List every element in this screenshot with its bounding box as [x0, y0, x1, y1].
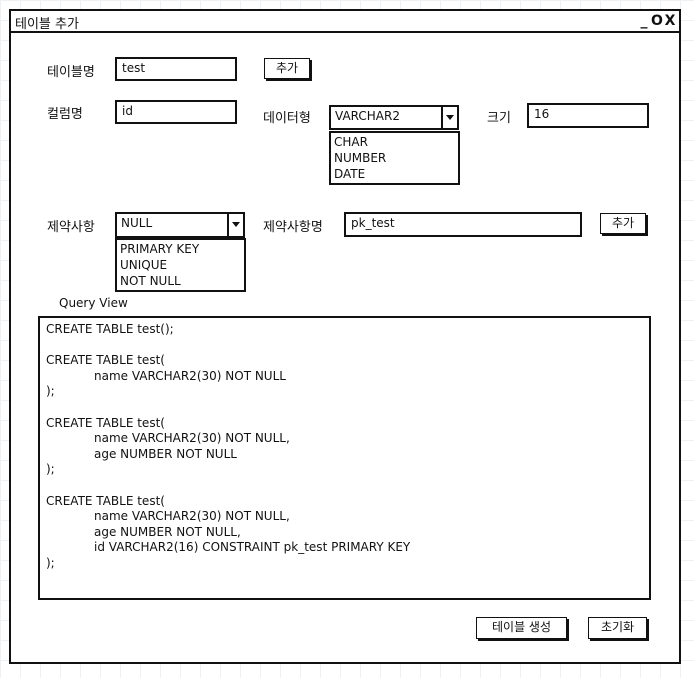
query-line: id VARCHAR2(16) CONSTRAINT pk_test PRIMA…: [94, 540, 411, 555]
query-line: CREATE TABLE test(: [46, 353, 165, 368]
constraint-options-list: PRIMARY KEY UNIQUE NOT NULL: [115, 238, 246, 292]
constraint-option-not-null[interactable]: NOT NULL: [120, 274, 181, 288]
datatype-select[interactable]: VARCHAR2: [329, 105, 459, 130]
size-input[interactable]: 16: [527, 103, 649, 128]
query-view-textarea[interactable]: CREATE TABLE test();CREATE TABLE test(na…: [38, 316, 651, 600]
window-controls: _ O X: [638, 12, 676, 30]
column-name-input[interactable]: id: [115, 100, 237, 124]
query-line: );: [46, 462, 55, 477]
table-add-window: 테이블 추가 _ O X 테이블명 test 추가 컬럼명 id 데이터형 VA…: [9, 9, 681, 664]
window-title: 테이블 추가: [15, 17, 79, 32]
close-icon[interactable]: X: [664, 13, 676, 29]
chevron-down-icon[interactable]: [227, 214, 243, 236]
column-name-label: 컬럼명: [47, 107, 83, 122]
reset-button[interactable]: 초기화: [588, 617, 647, 639]
constraint-selected-value: NULL: [121, 216, 153, 230]
maximize-icon[interactable]: O: [651, 13, 663, 29]
query-line: CREATE TABLE test(: [46, 493, 165, 508]
query-line: [46, 478, 643, 494]
query-line: [46, 400, 643, 416]
title-bar: 테이블 추가 _ O X: [11, 11, 679, 33]
query-line: name VARCHAR2(30) NOT NULL: [94, 368, 286, 383]
datatype-option-number[interactable]: NUMBER: [334, 151, 387, 165]
datatype-label: 데이터형: [263, 111, 311, 126]
datatype-option-char[interactable]: CHAR: [334, 135, 368, 149]
constraint-option-primary-key[interactable]: PRIMARY KEY: [120, 242, 200, 256]
size-label: 크기: [487, 111, 511, 126]
table-name-label: 테이블명: [47, 65, 95, 80]
minimize-icon[interactable]: _: [640, 13, 648, 29]
query-line: );: [46, 384, 55, 399]
datatype-options-list: CHAR NUMBER DATE: [329, 131, 460, 185]
constraint-label: 제약사항: [47, 220, 95, 235]
query-line: age NUMBER NOT NULL: [94, 446, 237, 461]
constraint-select[interactable]: NULL: [115, 212, 245, 238]
create-table-button[interactable]: 테이블 생성: [476, 617, 567, 639]
constraint-name-input[interactable]: pk_test: [344, 212, 582, 237]
datatype-selected-value: VARCHAR2: [335, 109, 400, 123]
add-table-name-button[interactable]: 추가: [264, 58, 310, 79]
constraint-name-label: 제약사항명: [263, 220, 323, 235]
query-line: [46, 338, 643, 354]
query-line: age NUMBER NOT NULL,: [94, 524, 241, 539]
query-line: CREATE TABLE test(: [46, 415, 165, 430]
add-constraint-button[interactable]: 추가: [600, 213, 646, 234]
query-line: );: [46, 555, 55, 570]
constraint-option-unique[interactable]: UNIQUE: [120, 258, 168, 272]
chevron-down-icon[interactable]: [441, 107, 457, 128]
query-line: name VARCHAR2(30) NOT NULL,: [94, 509, 290, 524]
datatype-option-date[interactable]: DATE: [334, 167, 366, 181]
query-view-label: Query View: [59, 296, 128, 310]
table-name-input[interactable]: test: [115, 57, 237, 81]
query-line: name VARCHAR2(30) NOT NULL,: [94, 431, 290, 446]
query-line: CREATE TABLE test();: [46, 322, 174, 336]
